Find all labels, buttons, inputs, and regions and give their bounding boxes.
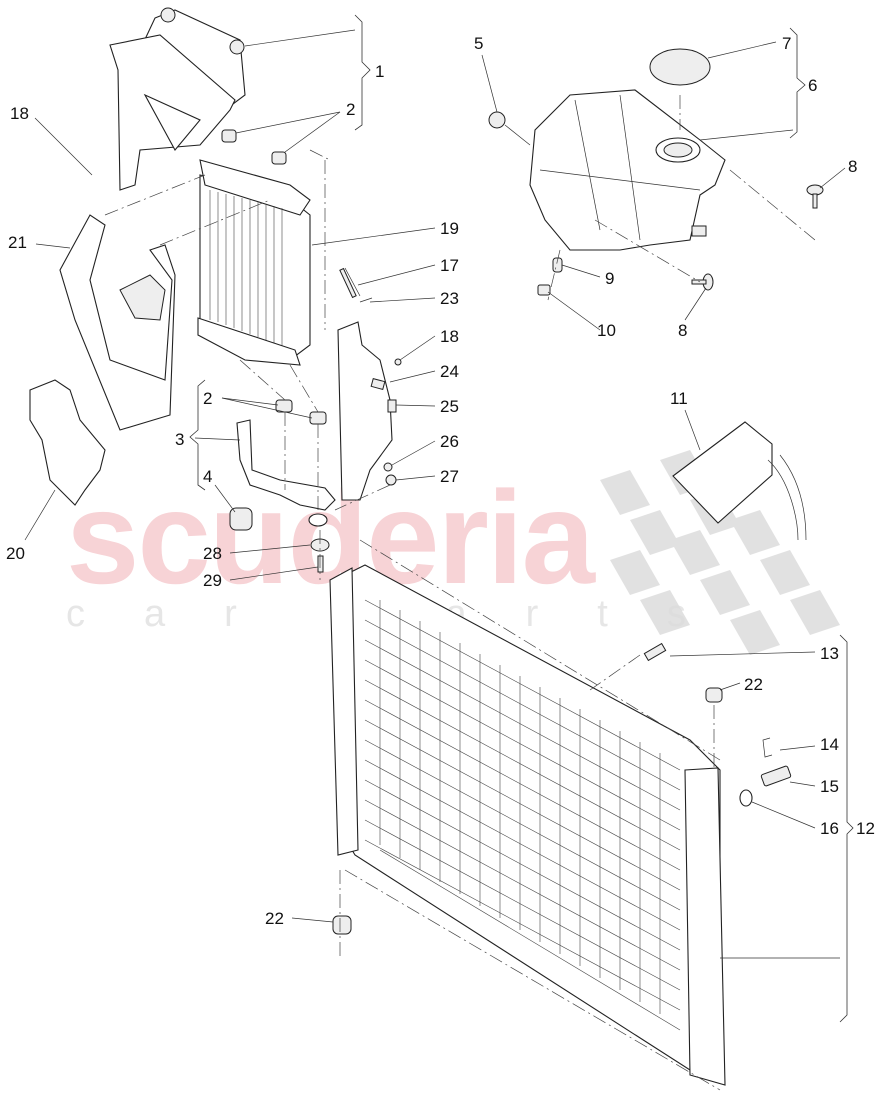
callout-18[interactable]: 18: [440, 327, 459, 346]
screw-8b: [691, 273, 714, 291]
callout-14[interactable]: 14: [820, 735, 839, 754]
callout-9[interactable]: 9: [605, 269, 615, 288]
cap-7: [649, 48, 711, 86]
callout-16[interactable]: 16: [820, 819, 839, 838]
callout-22[interactable]: 22: [265, 909, 284, 928]
callout-22[interactable]: 22: [744, 675, 763, 694]
auxiliary-radiator: [197, 159, 311, 366]
sensor-15: [760, 765, 792, 787]
clip-14: [762, 737, 773, 758]
callout-15[interactable]: 15: [820, 777, 839, 796]
main-radiator: [329, 564, 726, 1086]
assembly-lines: [104, 95, 816, 1091]
upper-bracket: [109, 7, 246, 191]
callout-3[interactable]: 3: [175, 430, 185, 449]
callout-2[interactable]: 2: [346, 100, 356, 119]
callout-11[interactable]: 11: [670, 389, 688, 408]
o-ring-16: [739, 789, 753, 807]
callout-1[interactable]: 1: [375, 62, 385, 81]
callout-10[interactable]: 10: [597, 321, 616, 340]
expansion-tank: [529, 89, 726, 251]
cap-4: [229, 507, 253, 531]
bolt-29: [317, 555, 324, 573]
callout-12[interactable]: 12: [856, 819, 875, 838]
callout-29[interactable]: 29: [203, 571, 222, 590]
callout-7[interactable]: 7: [782, 34, 792, 53]
group-brackets: [189, 14, 854, 1023]
callout-26[interactable]: 26: [440, 432, 459, 451]
callout-28[interactable]: 28: [203, 544, 222, 563]
callout-25[interactable]: 25: [440, 397, 459, 416]
clip-10: [537, 284, 551, 296]
callout-8[interactable]: 8: [848, 157, 858, 176]
callout-6[interactable]: 6: [808, 76, 818, 95]
air-guide-21: [59, 214, 176, 431]
control-unit-11: [672, 421, 807, 541]
callout-4[interactable]: 4: [203, 467, 213, 486]
callout-17[interactable]: 17: [440, 256, 459, 275]
callout-13[interactable]: 13: [820, 644, 839, 663]
side-bracket: [337, 267, 402, 501]
callout-2[interactable]: 2: [203, 389, 213, 408]
callout-20[interactable]: 20: [6, 544, 25, 563]
callout-19[interactable]: 19: [440, 219, 459, 238]
rubber-mount-upper: [221, 129, 287, 165]
callout-23[interactable]: 23: [440, 289, 459, 308]
leader-lines: [24, 29, 846, 959]
lower-bracket: [236, 399, 336, 527]
callout-24[interactable]: 24: [440, 362, 459, 381]
callout-5[interactable]: 5: [474, 34, 484, 53]
callout-21[interactable]: 21: [8, 233, 27, 252]
grommet-5: [488, 111, 506, 129]
callout-27[interactable]: 27: [440, 467, 459, 486]
air-guide-20: [29, 379, 106, 506]
callout-18[interactable]: 18: [10, 104, 29, 123]
bleed-screw-13: [643, 642, 667, 662]
callout-8[interactable]: 8: [678, 321, 688, 340]
mount-22a: [705, 687, 723, 703]
checker-flag-watermark: [600, 450, 840, 655]
screw-8a: [806, 184, 824, 209]
mount-22b: [332, 915, 352, 935]
